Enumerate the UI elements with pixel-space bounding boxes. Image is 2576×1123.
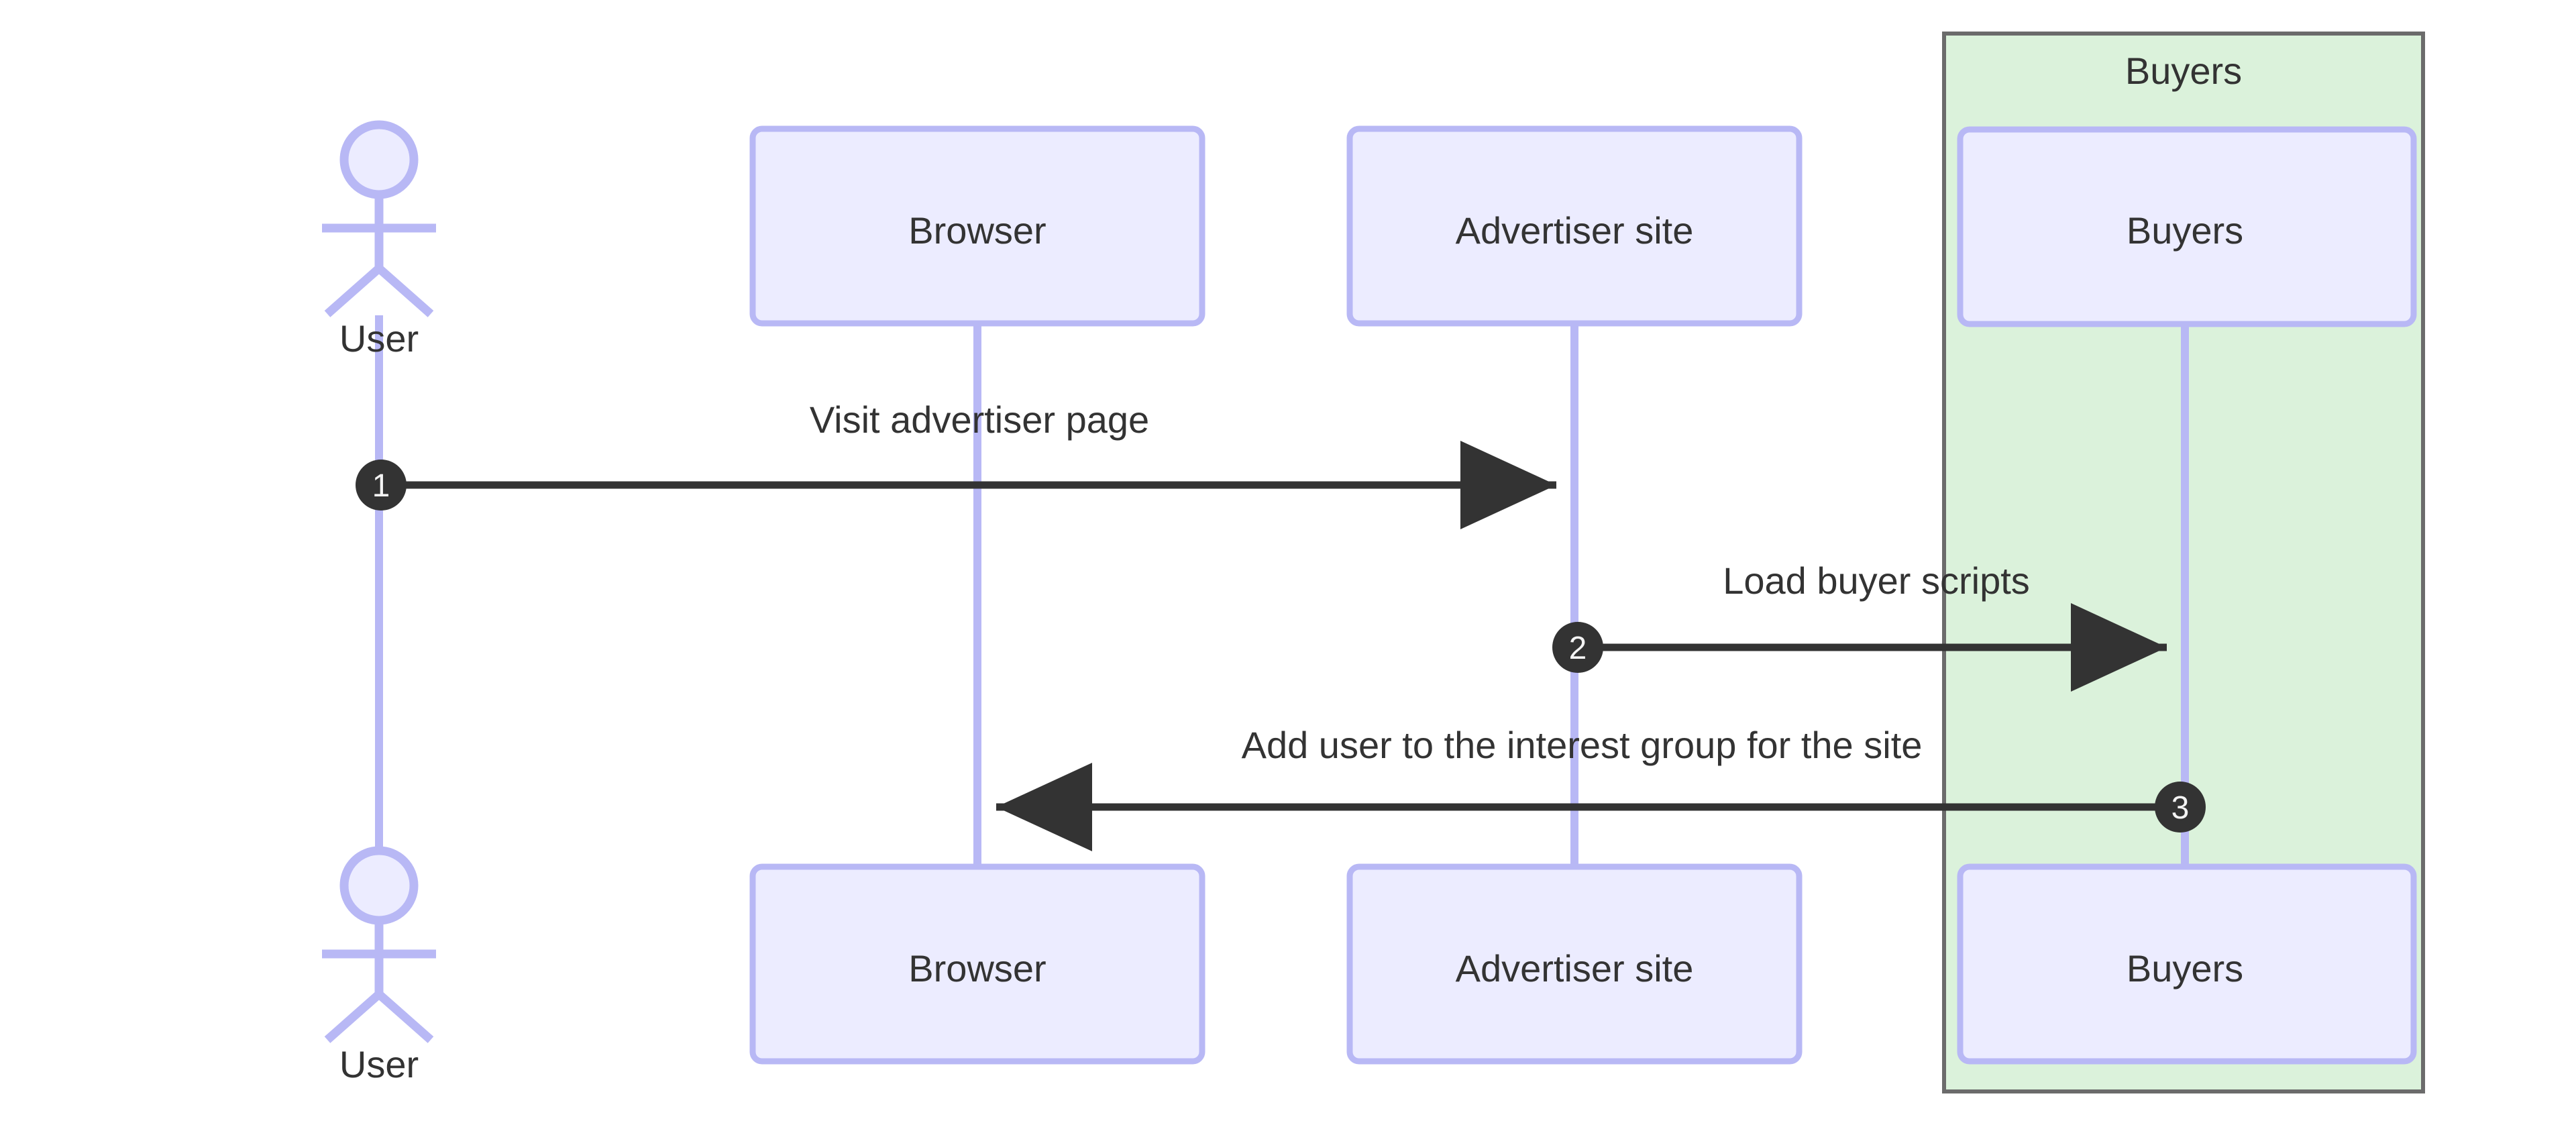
- participant-label: Advertiser site: [1456, 947, 1694, 990]
- participant-browser-top[interactable]: Browser: [749, 125, 1205, 327]
- actor-label-bottom: User: [339, 1043, 419, 1085]
- actor-user-top: User: [322, 120, 436, 360]
- participant-buyers-top[interactable]: Buyers: [1957, 126, 2417, 327]
- actor-head-icon: [339, 846, 419, 925]
- sequence-number-label: 3: [2171, 790, 2190, 826]
- actor-leg-right-icon: [376, 265, 434, 317]
- sequence-number-badge: [1552, 622, 1603, 673]
- actor-leg-right-icon: [376, 991, 434, 1043]
- actor-head-icon: [339, 120, 419, 199]
- participant-label: Browser: [908, 209, 1046, 252]
- group-label: Buyers: [2125, 50, 2242, 92]
- participant-box[interactable]: [749, 863, 1205, 1065]
- participant-advertiser-bottom[interactable]: Advertiser site: [1346, 863, 1803, 1065]
- message-label: Visit advertiser page: [810, 398, 1149, 441]
- participant-box[interactable]: [1346, 863, 1803, 1065]
- participant-advertiser-top[interactable]: Advertiser site: [1346, 125, 1803, 327]
- sequence-number-label: 2: [1569, 631, 1587, 666]
- message-1[interactable]: Visit advertiser page 1: [356, 398, 1556, 529]
- message-3[interactable]: Add user to the interest group for the s…: [996, 724, 2206, 851]
- lifelines: [375, 315, 2189, 867]
- message-label: Load buyer scripts: [1723, 559, 2030, 602]
- sequence-number-label: 1: [372, 468, 390, 504]
- participant-label: Buyers: [2127, 209, 2243, 252]
- participant-browser-bottom[interactable]: Browser: [749, 863, 1205, 1065]
- actor-label-top: User: [339, 317, 419, 360]
- message-2[interactable]: Load buyer scripts 2: [1552, 559, 2167, 692]
- participant-buyers-bottom[interactable]: Buyers: [1957, 863, 2417, 1065]
- participant-box[interactable]: [1957, 126, 2417, 327]
- sequence-number-badge: [2155, 782, 2206, 833]
- actor-leg-left-icon: [324, 265, 382, 317]
- message-label: Add user to the interest group for the s…: [1242, 724, 1923, 766]
- actor-leg-left-icon: [324, 991, 382, 1043]
- participant-box[interactable]: [1346, 125, 1803, 327]
- participant-label: Buyers: [2127, 947, 2243, 990]
- participant-box[interactable]: [749, 125, 1205, 327]
- participant-label: Advertiser site: [1456, 209, 1694, 252]
- participant-box[interactable]: [1957, 863, 2417, 1065]
- actor-user-bottom: User: [322, 846, 436, 1085]
- participant-label: Browser: [908, 947, 1046, 990]
- sequence-number-badge: [356, 460, 407, 511]
